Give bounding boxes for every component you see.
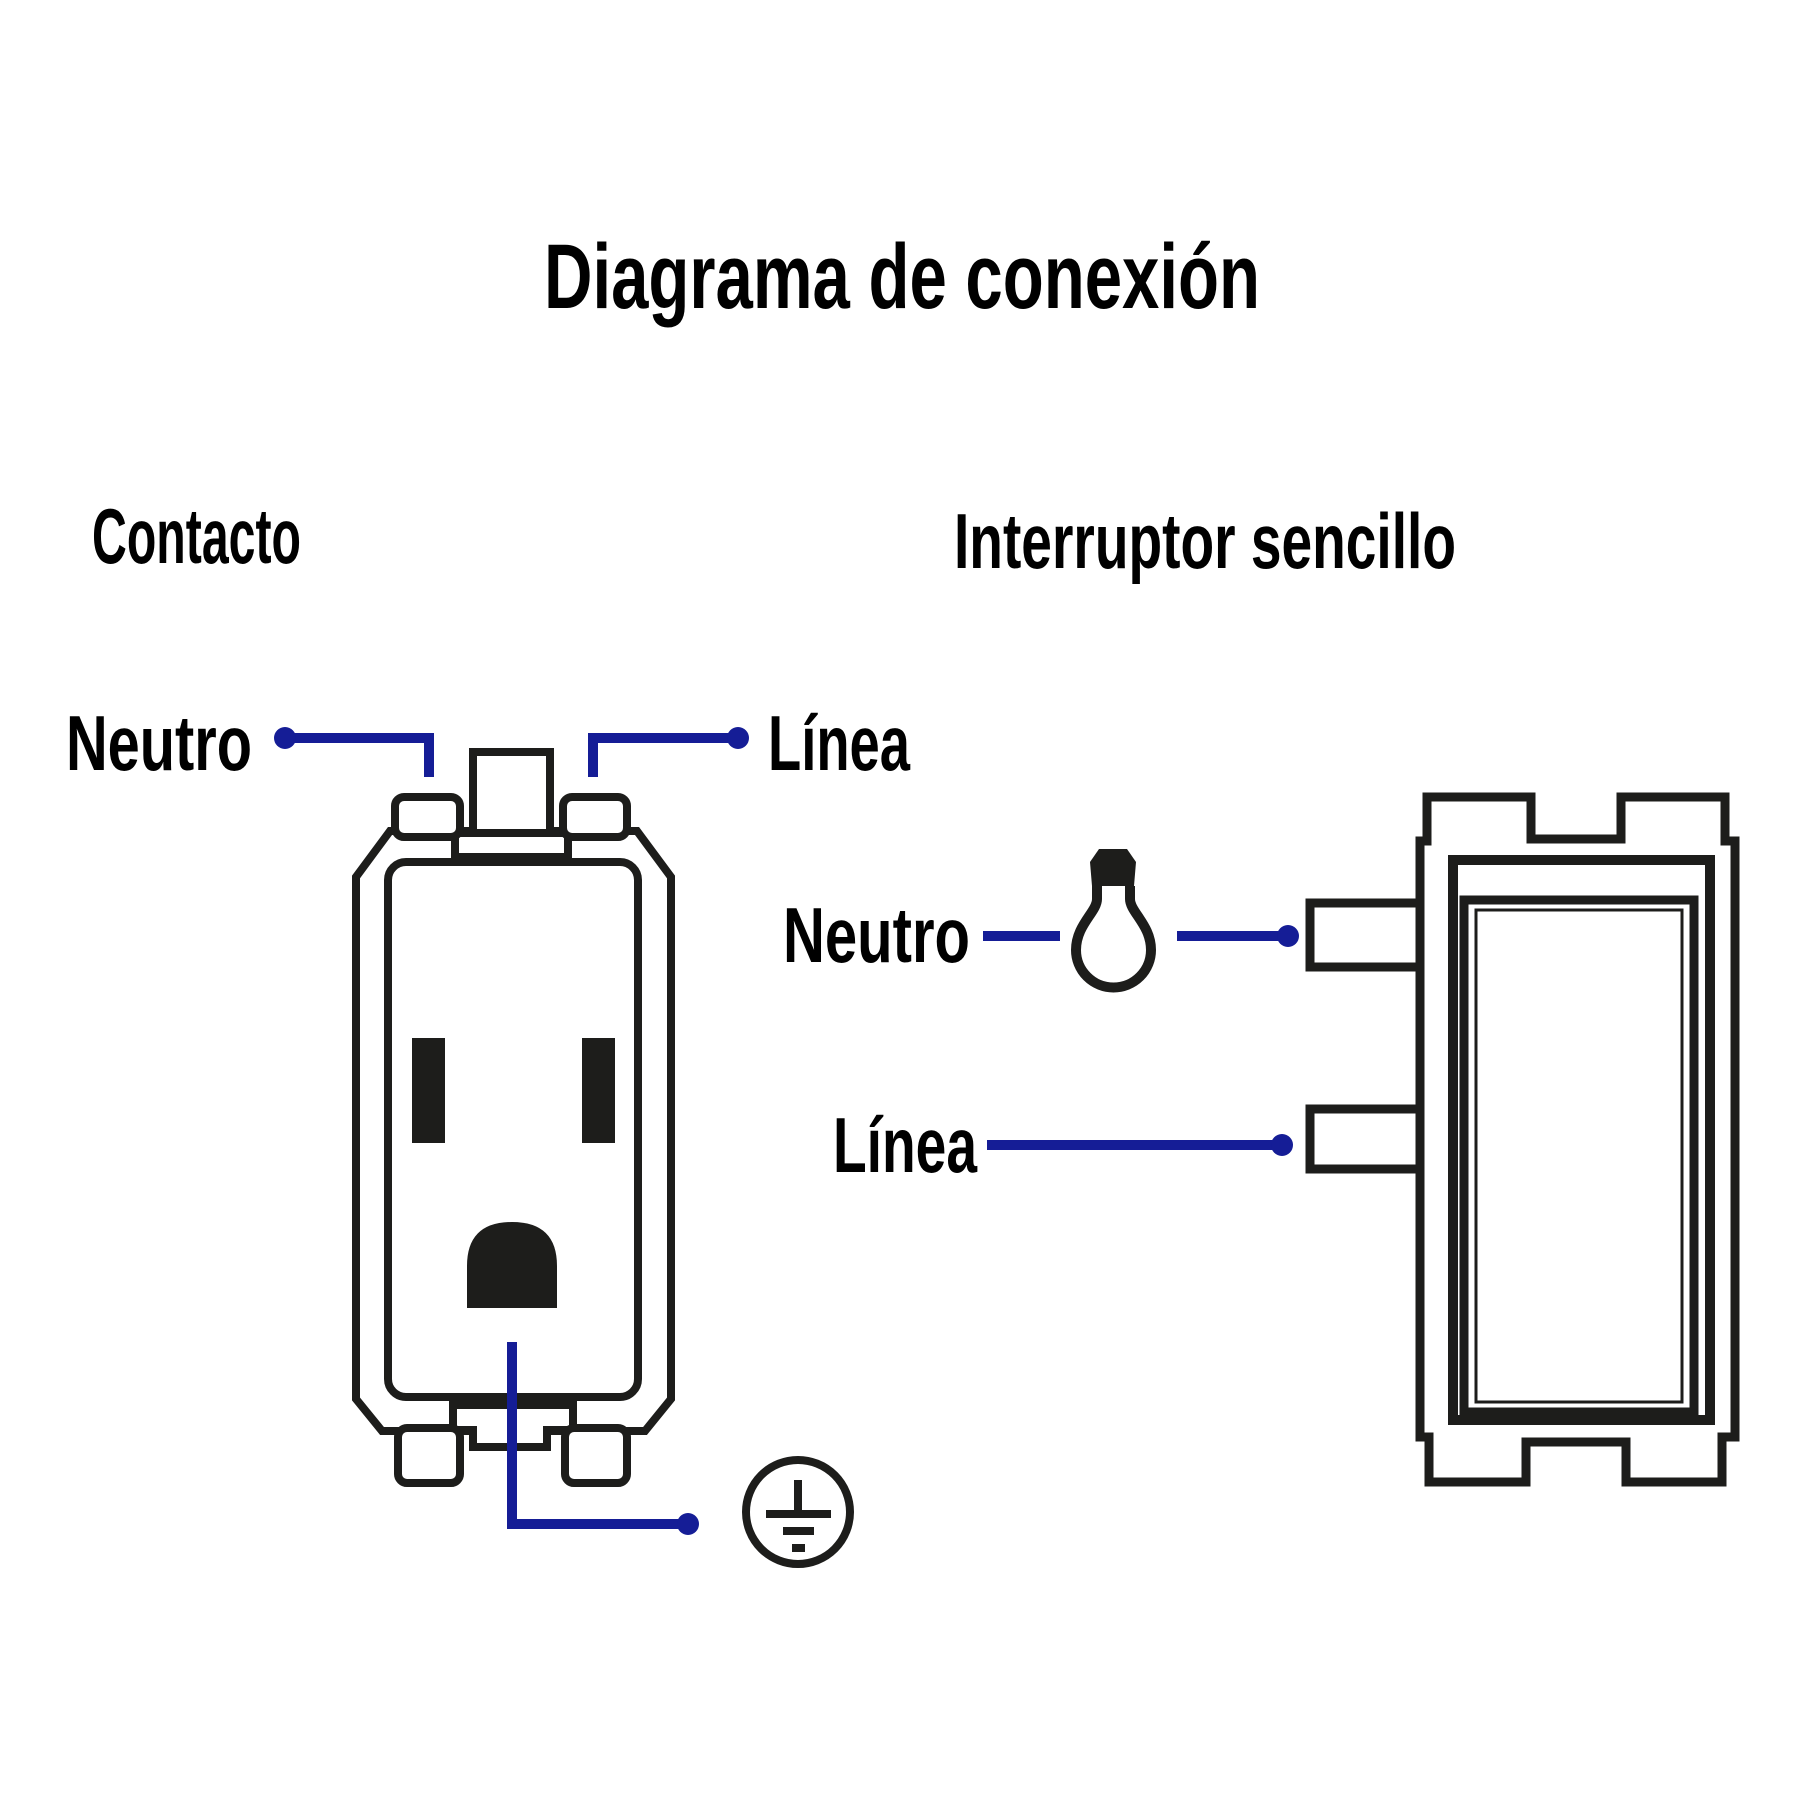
outlet-slot-left <box>412 1038 445 1143</box>
outlet-top-right-terminal <box>559 793 631 841</box>
switch-upper-terminal <box>1305 898 1424 972</box>
switch-neutral-label: Neutro <box>783 891 970 979</box>
outlet-bottom-left-terminal <box>394 1424 464 1487</box>
switch-lower-terminal <box>1305 1104 1424 1174</box>
outlet-neutral-wire <box>285 733 434 777</box>
switch-line-wire-dot <box>1271 1134 1293 1156</box>
switch-body-outline <box>1415 792 1740 1487</box>
light-bulb-icon <box>1070 849 1157 993</box>
outlet-top-left-terminal <box>391 793 464 841</box>
switch-neutral-wire-dot <box>1277 925 1299 947</box>
switch-bezel <box>1448 855 1715 1425</box>
outlet-ground-hole <box>467 1222 557 1308</box>
outlet-drawing <box>352 748 675 1487</box>
outlet-line-connection: Línea <box>588 699 910 787</box>
outlet-line-wire <box>588 733 738 777</box>
switch-neutral-connection: Neutro <box>783 849 1299 993</box>
outlet-body-outline <box>352 827 675 1435</box>
outlet-section-heading: Contacto <box>92 492 301 580</box>
outlet-line-label: Línea <box>768 699 910 787</box>
switch-section: Interruptor sencillo Neutro <box>783 497 1740 1487</box>
switch-rocker-inner-edge <box>1474 908 1684 1404</box>
outlet-ground-wire-dot <box>677 1513 699 1535</box>
outlet-line-wire-dot <box>727 727 749 749</box>
ground-symbol-circle <box>742 1456 854 1568</box>
switch-line-label: Línea <box>833 1101 977 1189</box>
switch-rocker <box>1459 895 1699 1417</box>
outlet-bottom-right-terminal <box>561 1424 631 1487</box>
outlet-neutral-wire-dot <box>274 727 296 749</box>
outlet-neutral-label: Neutro <box>66 699 252 787</box>
ground-symbol-icon <box>742 1456 854 1568</box>
outlet-top-center-tab <box>469 748 554 837</box>
outlet-slot-right <box>582 1038 615 1143</box>
light-bulb-glass <box>1070 886 1157 993</box>
switch-section-heading: Interruptor sencillo <box>954 497 1456 585</box>
outlet-ground-connection <box>507 1342 854 1568</box>
diagram-title: Diagrama de conexión <box>544 226 1260 328</box>
switch-drawing <box>1305 792 1740 1487</box>
outlet-ground-wire <box>507 1342 688 1529</box>
outlet-neutral-connection: Neutro <box>66 699 434 787</box>
light-bulb-cap <box>1090 849 1136 886</box>
switch-line-connection: Línea <box>833 1101 1293 1189</box>
outlet-section: Contacto Neutro <box>66 492 910 1568</box>
